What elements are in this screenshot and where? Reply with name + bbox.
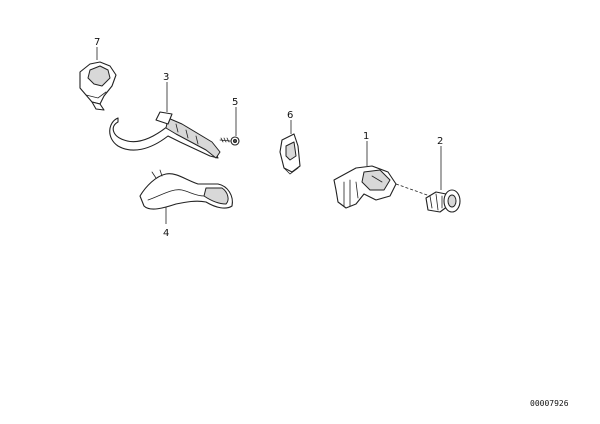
callout-4: 4 — [163, 228, 169, 239]
part-7-bracket — [79, 47, 117, 111]
callout-5: 5 — [232, 97, 238, 108]
part-2-grommet — [425, 146, 461, 213]
callout-1: 1 — [363, 131, 369, 142]
part-5-screw — [219, 107, 240, 146]
part-4-hose-clamp — [139, 169, 233, 224]
callout-3: 3 — [163, 72, 169, 83]
part-6-clip — [279, 120, 301, 175]
callout-2: 2 — [437, 136, 443, 147]
callout-6: 6 — [287, 110, 293, 121]
part-3-hose-bracket — [109, 82, 221, 159]
reference-number: 00007926 — [530, 399, 569, 408]
callout-7: 7 — [94, 37, 100, 48]
part-1-holder — [333, 141, 431, 209]
